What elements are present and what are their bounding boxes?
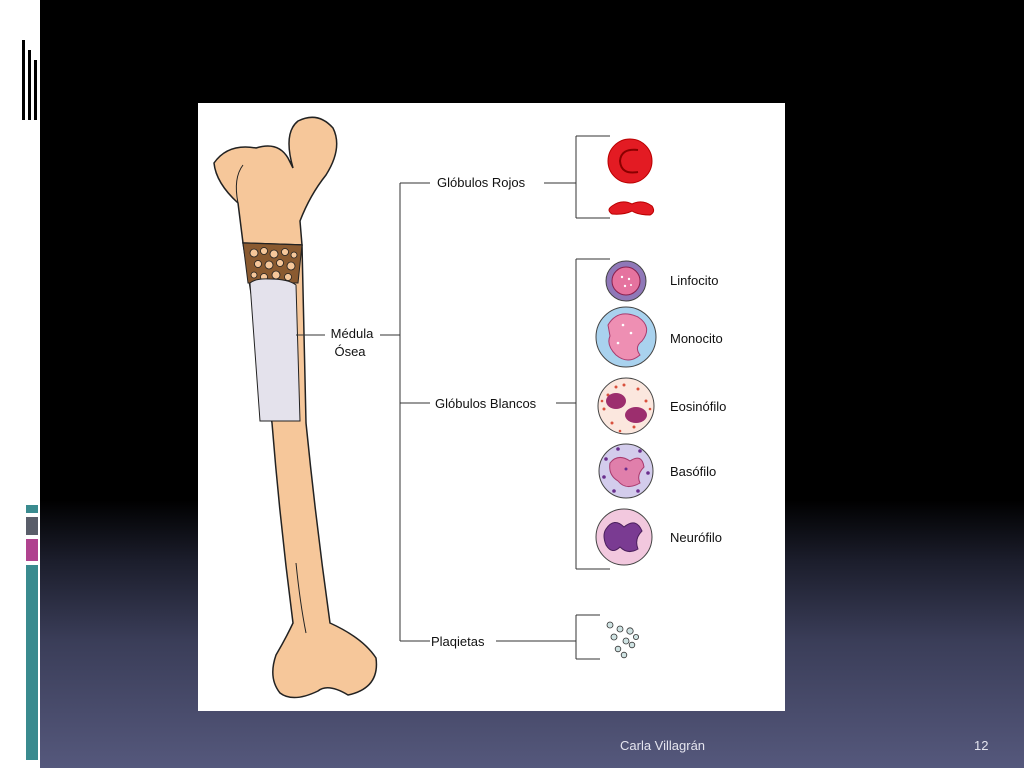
red-blood-cell-side-icon	[608, 201, 655, 216]
corner-decoration-icon	[20, 20, 40, 120]
basophil-icon	[598, 443, 654, 499]
white-cell-label-1: Linfocito	[670, 273, 718, 288]
footer-page-number: 12	[974, 738, 989, 753]
red-blood-cell-icon	[607, 138, 653, 184]
platelets-label: Plaqietas	[431, 634, 485, 649]
red-cells-label: Glóbulos Rojos	[437, 175, 526, 190]
monocyte-icon	[595, 306, 657, 368]
white-cell-label-4: Basófilo	[670, 464, 716, 479]
neutrophil-icon	[595, 508, 653, 566]
eosinophil-icon	[597, 377, 655, 435]
white-cells-label: Glóbulos Blancos	[435, 396, 537, 411]
platelets-icon	[606, 621, 639, 659]
white-cell-label-5: Neurófilo	[670, 530, 722, 545]
bone-marrow-label-line2: Ósea	[334, 344, 366, 359]
footer-author: Carla Villagrán	[620, 738, 706, 753]
side-accent-bars	[26, 505, 38, 760]
white-cell-label-2: Monocito	[670, 331, 723, 346]
femur-bone	[213, 116, 378, 699]
bone-marrow-diagram: Médula Ósea Glóbulos Rojos Glóbulos Blan…	[198, 103, 785, 711]
bone-marrow-label-line1: Médula	[331, 326, 374, 341]
white-cell-label-3: Eosinófilo	[670, 399, 726, 414]
lymphocyte-icon	[605, 260, 647, 302]
